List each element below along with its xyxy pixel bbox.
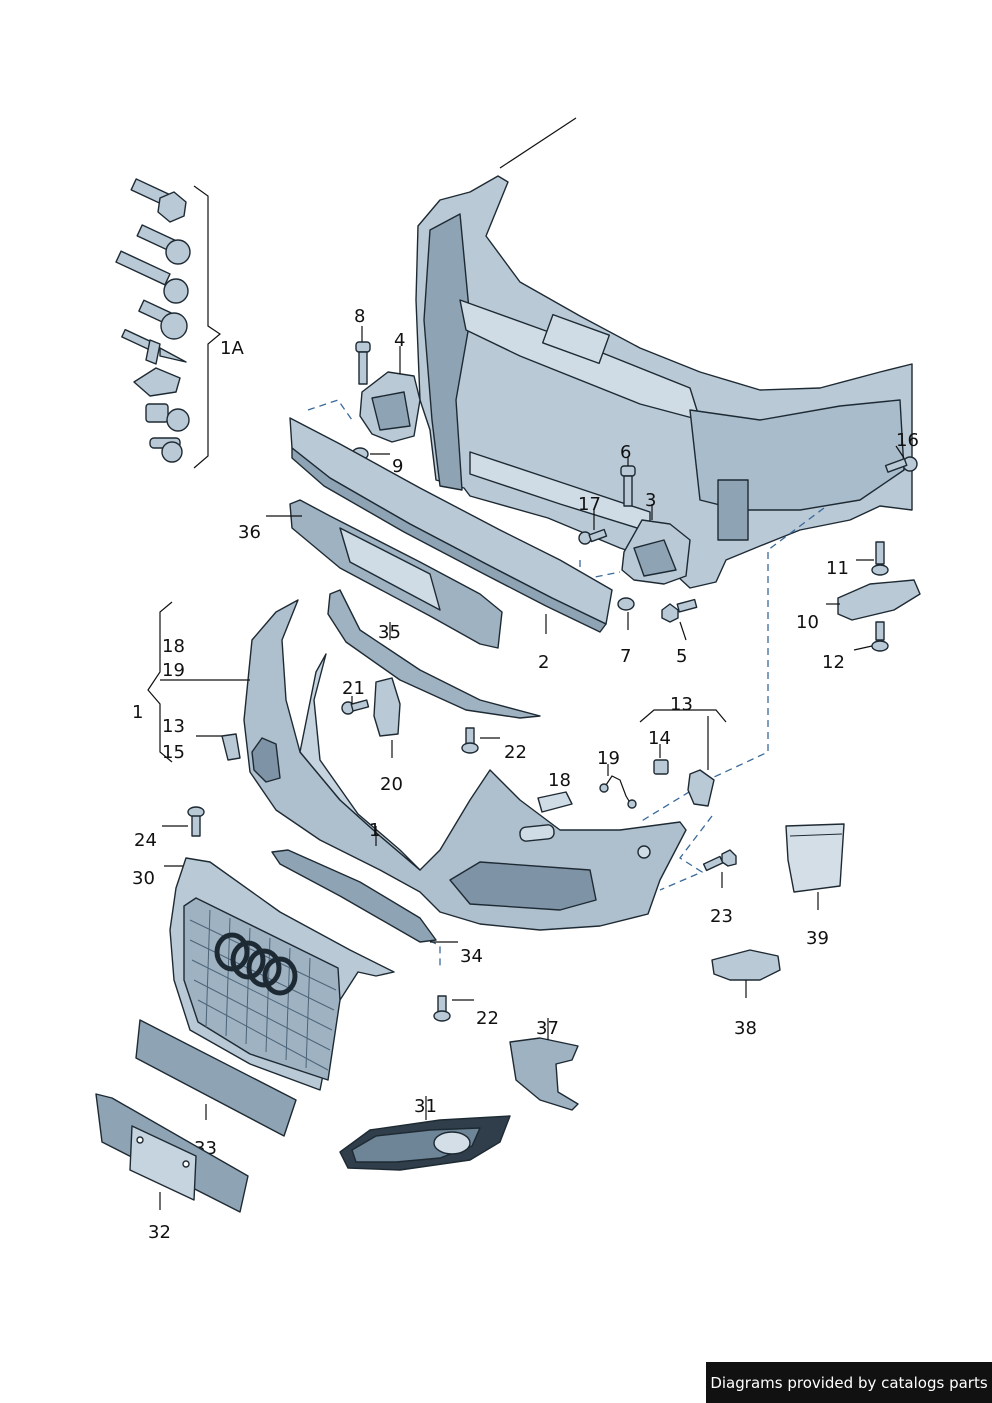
label-13: 13	[670, 694, 693, 715]
trim-strip-34	[271, 849, 437, 943]
hex-bolt-icon	[130, 178, 187, 223]
bolt-6	[620, 465, 636, 507]
credit-footer: Diagrams provided by catalogs parts	[706, 1362, 992, 1403]
front-end-carrier	[415, 117, 913, 589]
label-23: 23	[710, 906, 733, 927]
label-2: 2	[538, 652, 549, 673]
label-31: 31	[414, 1096, 437, 1117]
bolt-5	[661, 598, 698, 623]
label-1-variant: 1	[132, 702, 143, 723]
long-torx-bolt-icon	[115, 250, 189, 304]
cover-18	[537, 791, 573, 813]
label-20: 20	[380, 774, 403, 795]
cap-15	[221, 733, 241, 761]
impact-beam-2	[289, 417, 613, 633]
fastener-set-1a	[115, 178, 191, 463]
label-13-variant: 13	[162, 716, 185, 737]
screw-23	[702, 849, 737, 872]
screw-21	[341, 699, 370, 715]
plate-cover-33	[135, 1019, 297, 1137]
push-pin-icon	[149, 437, 183, 463]
label-1-bumper: 1	[369, 820, 380, 841]
clip-22-upper	[461, 727, 479, 754]
license-plate-bracket-32	[95, 1093, 249, 1213]
label-18: 18	[548, 770, 571, 791]
parts-bag-39	[785, 823, 845, 893]
flange-torx-bolt-icon	[138, 299, 188, 340]
guide-10	[837, 579, 921, 621]
label-22-upper: 22	[504, 742, 527, 763]
label-22-lower: 22	[476, 1008, 499, 1029]
four-rings-logo	[214, 932, 298, 996]
screw-24	[187, 806, 205, 837]
screw-16	[884, 456, 918, 473]
bumper-cover-1	[243, 599, 687, 931]
label-39: 39	[806, 928, 829, 949]
radiator-grille-30	[169, 857, 395, 1091]
spring-19	[599, 775, 637, 809]
rivet-icon	[121, 328, 187, 365]
label-6: 6	[620, 442, 631, 463]
label-17: 17	[578, 494, 601, 515]
fog-lamp-grille-31	[339, 1115, 511, 1171]
label-3: 3	[645, 490, 656, 511]
label-5: 5	[676, 646, 687, 667]
trim-strip-35	[327, 589, 541, 719]
label-19: 19	[597, 748, 620, 769]
label-37: 37	[536, 1018, 559, 1039]
clip-22-lower	[433, 995, 451, 1022]
label-1a: 1A	[220, 338, 244, 359]
bolt-8	[355, 341, 371, 385]
label-7: 7	[620, 646, 631, 667]
label-18-variant: 18	[162, 636, 185, 657]
label-8: 8	[354, 306, 365, 327]
screw-12	[871, 621, 889, 652]
label-24: 24	[134, 830, 157, 851]
bolt-17	[578, 528, 608, 545]
label-16: 16	[896, 430, 919, 451]
bracket-13	[639, 709, 727, 723]
label-30: 30	[132, 868, 155, 889]
bracket-13-part	[687, 769, 715, 807]
label-4: 4	[394, 330, 405, 351]
bracket-20	[373, 677, 401, 737]
label-34: 34	[460, 946, 483, 967]
label-11: 11	[826, 558, 849, 579]
bracket-37	[509, 1037, 579, 1111]
label-38: 38	[734, 1018, 757, 1039]
bracket-4	[359, 371, 421, 443]
bracket-3	[621, 519, 691, 585]
label-21: 21	[342, 678, 365, 699]
torx-bolt-icon	[136, 224, 191, 265]
label-15: 15	[162, 742, 185, 763]
label-14: 14	[648, 728, 671, 749]
nut-7	[617, 597, 635, 611]
label-9: 9	[392, 456, 403, 477]
bracket-1-variants	[147, 601, 173, 763]
label-36: 36	[238, 522, 261, 543]
spring-clip-icon	[133, 367, 181, 397]
expansion-nut-icon	[145, 403, 190, 432]
energy-absorber-36	[289, 499, 503, 649]
label-19-variant: 19	[162, 660, 185, 681]
label-35: 35	[378, 622, 401, 643]
clip-14	[653, 759, 669, 775]
bracket-1a	[193, 185, 222, 469]
screw-11	[871, 541, 889, 576]
sensor-holder-38	[711, 949, 781, 981]
label-10: 10	[796, 612, 819, 633]
label-32: 32	[148, 1222, 171, 1243]
label-12: 12	[822, 652, 845, 673]
